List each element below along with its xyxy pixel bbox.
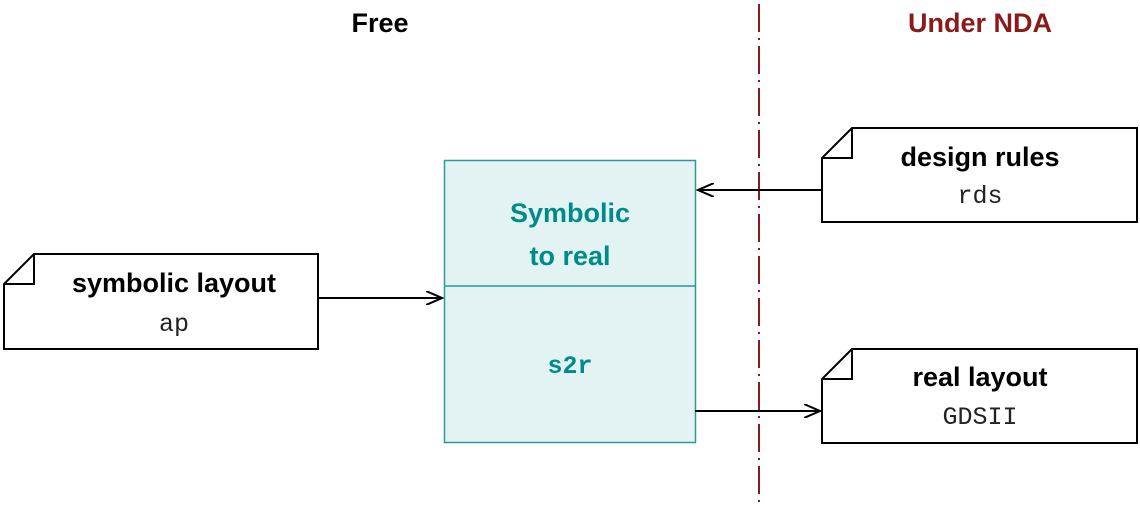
doc-symbolic-layout xyxy=(3,253,319,350)
design-rules-format: rds xyxy=(957,182,1003,211)
design-rules-label: design rules xyxy=(900,142,1060,172)
symbolic-layout-label: symbolic layout xyxy=(71,268,277,298)
symbolic-layout-format: ap xyxy=(158,310,189,339)
header-free: Free xyxy=(351,8,409,38)
header-under-nda: Under NDA xyxy=(907,8,1052,38)
doc-real-layout xyxy=(821,348,1138,444)
process-box xyxy=(443,159,697,444)
process-title-line2: to real xyxy=(529,241,611,271)
real-layout-label: real layout xyxy=(912,362,1048,392)
doc-design-rules xyxy=(821,127,1138,223)
process-title-line1: Symbolic xyxy=(509,198,631,228)
real-layout-format: GDSII xyxy=(942,403,1018,432)
process-tool-name: s2r xyxy=(547,352,593,381)
